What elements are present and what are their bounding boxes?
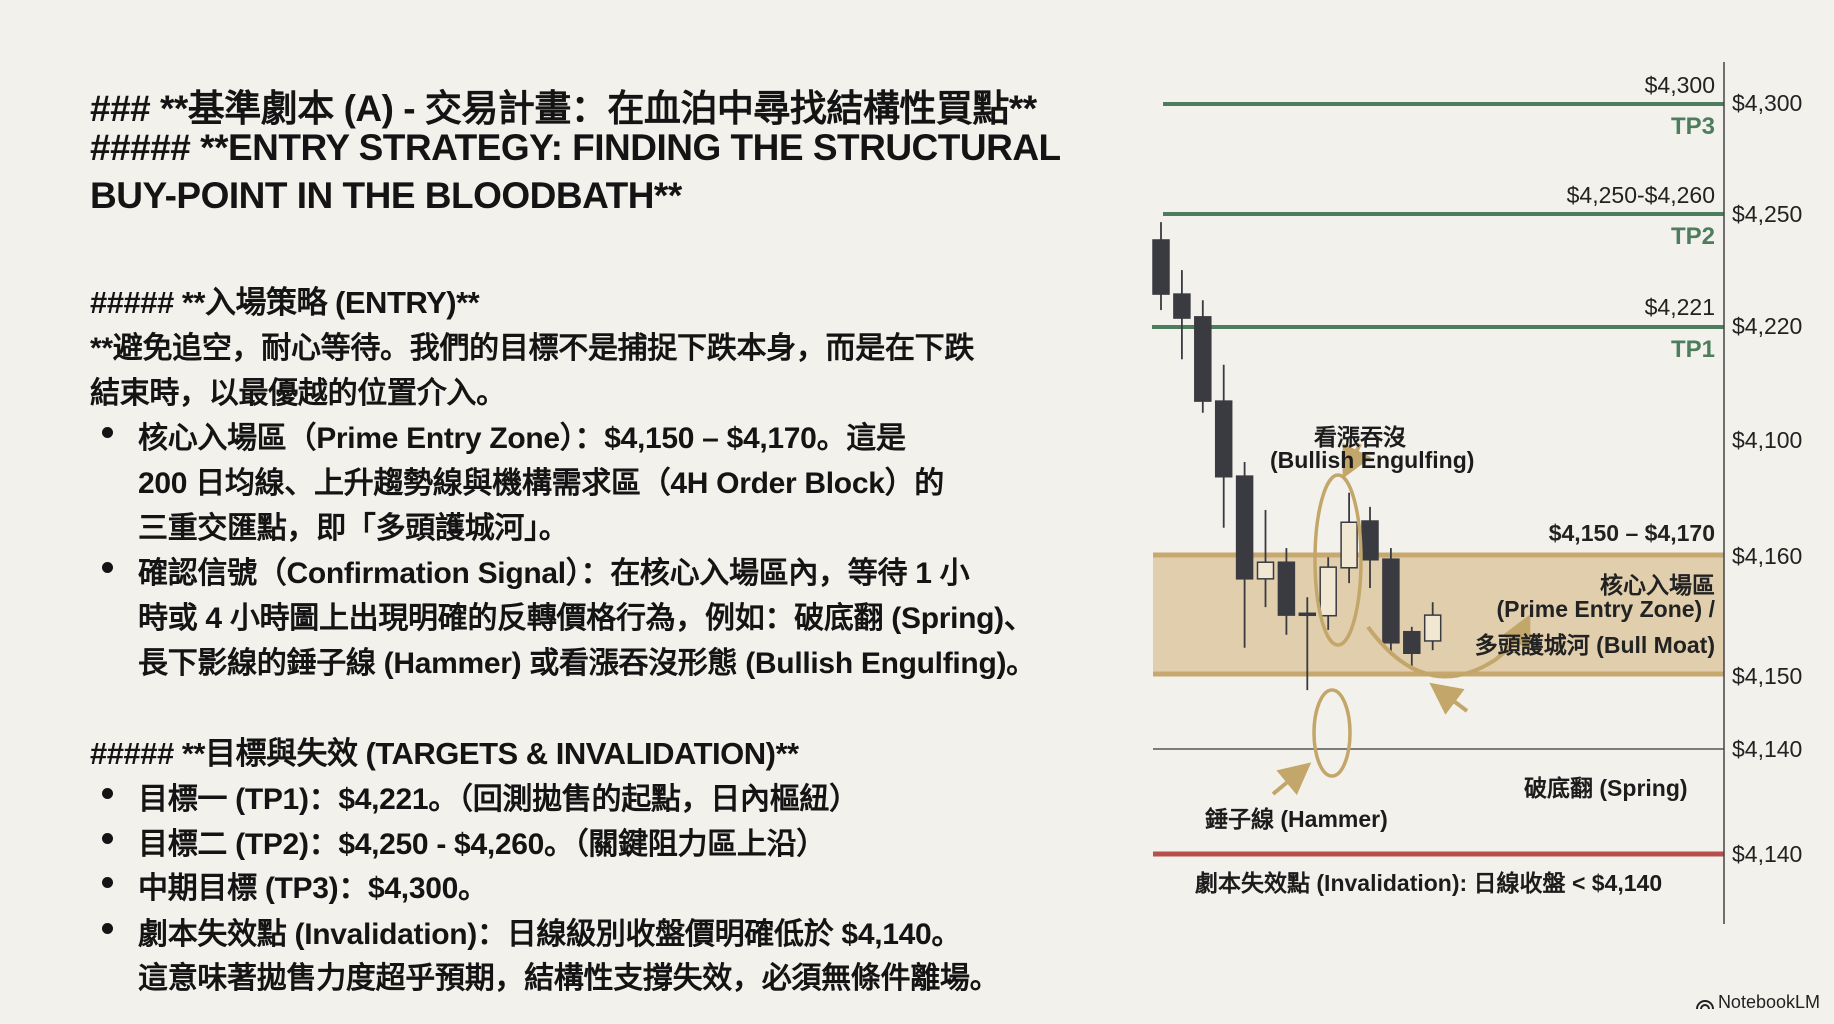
tp3-price: $4,300: [1644, 72, 1715, 98]
engulfing-arrow: [1342, 442, 1372, 479]
hammer-highlight: [1312, 688, 1352, 778]
zone-label-en: (Prime Entry Zone) /: [1496, 596, 1715, 622]
candle-body: [1298, 612, 1317, 617]
entry-bullet-confirmation: 確認信號（Confirmation Signal）：在核心入場區內，等待 1 小: [138, 557, 970, 590]
engulfing-label-cn: 看漲吞沒: [1314, 424, 1406, 450]
spring-label: 破底翻 (Spring): [1524, 775, 1688, 801]
entry-bullet-prime-zone: 三重交匯點，即「多頭護城河」。: [138, 512, 569, 545]
targets-heading: ##### **目標與失效 (TARGETS & INVALIDATION)**: [90, 736, 799, 771]
candle-body: [1361, 520, 1379, 561]
hammer-arrow: [1271, 762, 1312, 796]
candle-body: [1277, 561, 1296, 616]
bullet-dot: [102, 877, 113, 888]
bearish-candle: [1235, 461, 1254, 648]
axis-label: $4,100: [1732, 427, 1803, 453]
axis-label: $4,160: [1732, 543, 1803, 569]
candle-body: [1382, 558, 1400, 644]
entry-heading: ##### **入場策略 (ENTRY)**: [90, 285, 480, 320]
bearish-candle: [1194, 300, 1212, 413]
bullet-dot: [102, 833, 113, 844]
bullish-candle: [1256, 509, 1275, 608]
bearish-candle: [1214, 364, 1233, 528]
target-tp2: 目標二 (TP2)：$4,250 - $4,260。（關鍵阻力區上沿）: [138, 828, 827, 861]
bullish-candle: [1423, 602, 1442, 651]
title-line-3: BUY-POINT IN THE BLOODBATH**: [90, 175, 682, 216]
bearish-candle: [1152, 222, 1170, 311]
target-tp1: 目標一 (TP1)：$4,221。（回測拋售的起點，日內樞紐）: [138, 783, 859, 816]
axis-label: $4,140: [1732, 736, 1803, 762]
bullet-dot: [102, 427, 113, 438]
notebooklm-logo: NotebookLM: [1695, 992, 1820, 1013]
entry-bullet-confirmation: 時或 4 小時圖上出現明確的反轉價格行為，例如：破底翻 (Spring)、: [138, 602, 1034, 635]
candle-body: [1194, 316, 1212, 402]
bearish-candle: [1382, 548, 1400, 656]
candle-body: [1340, 521, 1358, 569]
axis-label: $4,140: [1732, 841, 1803, 867]
candle-body: [1319, 566, 1337, 617]
bearish-candle: [1403, 626, 1421, 670]
spring-arc: [1366, 614, 1531, 679]
candle-body: [1173, 293, 1191, 319]
candle-body: [1214, 400, 1233, 478]
bullet-dot: [102, 562, 113, 573]
tp1-label: TP1: [1670, 336, 1715, 363]
bearish-candle: [1173, 270, 1191, 360]
axis-label: $4,220: [1732, 313, 1803, 339]
entry-intro: **避免追空，耐心等待。我們的目標不是捕捉下跌本身，而是在下跌: [90, 332, 975, 365]
bearish-candle: [1277, 548, 1296, 635]
target-invalidation: 劇本失效點 (Invalidation)：日線級別收盤價明確低於 $4,140。: [138, 918, 962, 951]
tp3-label: TP3: [1670, 113, 1715, 140]
entry-intro: 結束時，以最優越的位置介入。: [90, 377, 506, 410]
invalidation-label: 劇本失效點 (Invalidation): 日線收盤 < $4,140: [1195, 870, 1663, 896]
bullish-candle: [1340, 492, 1358, 584]
candle-body: [1256, 561, 1275, 580]
engulfing-highlight: [1313, 473, 1363, 647]
target-invalidation: 這意味著拋售力度超乎預期，結構性支撐失效，必須無條件離場。: [138, 962, 1000, 995]
tp2-price: $4,250-$4,260: [1566, 182, 1715, 208]
entry-bullet-confirmation: 長下影線的錘子線 (Hammer) 或看漲吞沒形態 (Bullish Engul…: [138, 647, 1036, 680]
axis-label: $4,300: [1732, 90, 1803, 116]
bearish-candle: [1298, 597, 1317, 691]
candle-body: [1235, 475, 1254, 580]
spring-arrow: [1429, 682, 1469, 715]
bullet-dot: [102, 788, 113, 799]
zone-label-moat: 多頭護城河 (Bull Moat): [1474, 632, 1715, 658]
entry-bullet-prime-zone: 200 日均線、上升趨勢線與機構需求區（4H Order Block）的: [138, 467, 944, 500]
candle-body: [1423, 614, 1442, 642]
tp2-label: TP2: [1670, 223, 1715, 250]
tp1-price: $4,221: [1644, 294, 1715, 320]
candle-body: [1403, 630, 1421, 654]
zone-label-cn: 核心入場區: [1600, 572, 1715, 598]
candle-body: [1152, 239, 1170, 295]
brand-name: NotebookLM: [1717, 992, 1820, 1012]
title-line-1: ### **基準劇本 (A) - 交易計畫：在血泊中尋找結構性買點**: [90, 88, 1037, 129]
target-tp3: 中期目標 (TP3)：$4,300。: [138, 872, 488, 905]
axis-label: $4,150: [1732, 663, 1803, 689]
bullish-candle: [1319, 557, 1337, 630]
engulfing-label-en: (Bullish Engulfing): [1270, 447, 1475, 473]
zone-range: $4,150 – $4,170: [1548, 520, 1715, 546]
entry-bullet-prime-zone: 核心入場區（Prime Entry Zone）：$4,150 – $4,170。…: [138, 422, 906, 455]
bullet-dot: [102, 923, 113, 934]
axis-label: $4,250: [1732, 201, 1803, 227]
notebooklm-icon: [1695, 999, 1714, 1009]
hammer-label: 錘子線 (Hammer): [1205, 806, 1388, 832]
title-line-2: ##### **ENTRY STRATEGY: FINDING THE STRU…: [90, 127, 1061, 168]
